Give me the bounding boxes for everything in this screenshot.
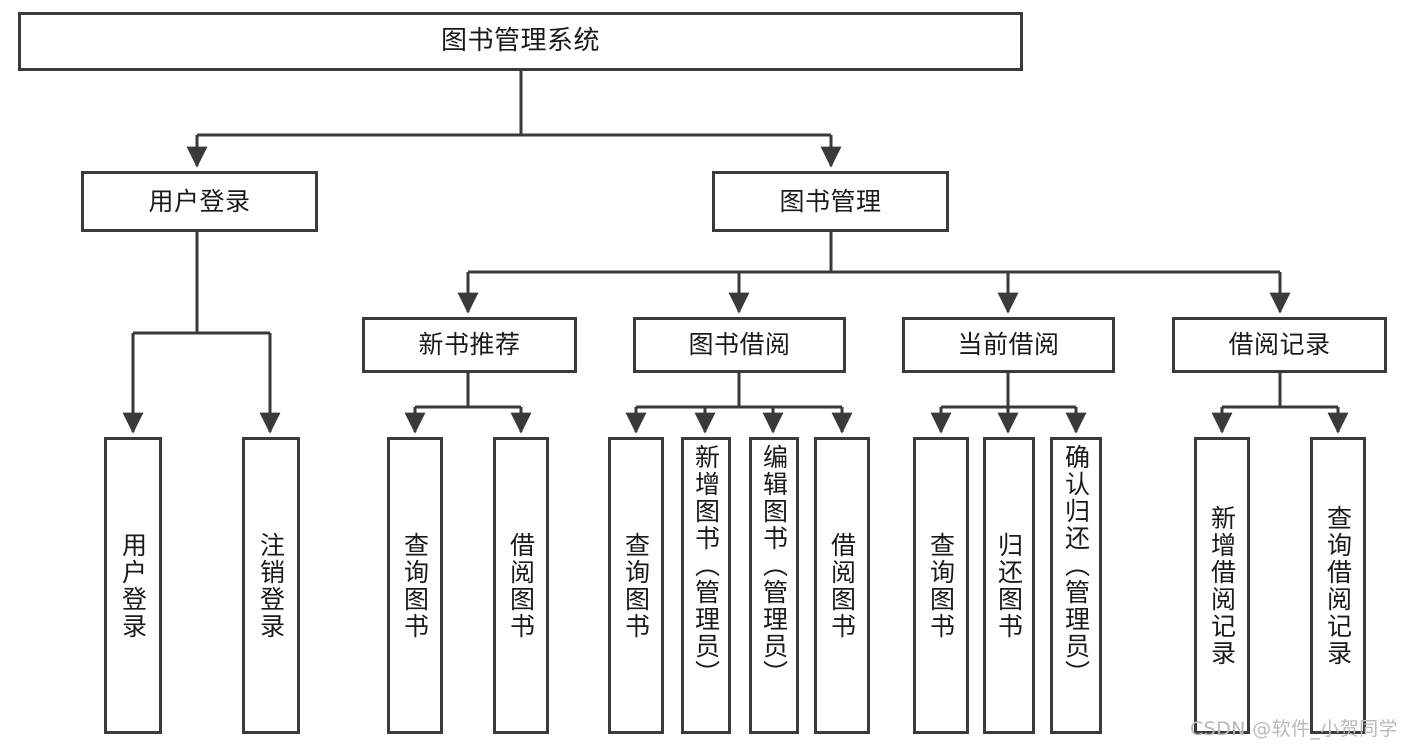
node-leaf-add-book-label: 新增图书（管理员） xyxy=(691,444,721,687)
node-leaf-borrow-book-1[interactable]: 借阅图书 xyxy=(493,437,549,734)
node-root[interactable]: 图书管理系统 xyxy=(18,12,1023,71)
node-leaf-confirm-return[interactable]: 确认归还（管理员） xyxy=(1050,437,1102,734)
node-leaf-borrow-book-2-label: 借阅图书 xyxy=(827,531,857,640)
node-leaf-add-record-label: 新增借阅记录 xyxy=(1207,504,1237,667)
node-user-login[interactable]: 用户登录 xyxy=(81,171,318,232)
node-leaf-query-book-1[interactable]: 查询图书 xyxy=(387,437,443,734)
node-leaf-return-book-label: 归还图书 xyxy=(994,531,1024,640)
node-leaf-query-book-3[interactable]: 查询图书 xyxy=(913,437,969,734)
node-leaf-return-book[interactable]: 归还图书 xyxy=(983,437,1035,734)
node-borrow-record[interactable]: 借阅记录 xyxy=(1172,317,1387,373)
node-leaf-logout[interactable]: 注销登录 xyxy=(242,437,300,734)
node-leaf-edit-book[interactable]: 编辑图书（管理员） xyxy=(749,437,799,734)
node-user-login-label: 用户登录 xyxy=(148,186,251,216)
node-book-borrow-label: 图书借阅 xyxy=(688,330,791,360)
node-leaf-user-login[interactable]: 用户登录 xyxy=(104,437,162,734)
node-borrow-record-label: 借阅记录 xyxy=(1228,330,1331,360)
node-leaf-user-login-label: 用户登录 xyxy=(118,531,148,640)
node-book-manage-label: 图书管理 xyxy=(779,186,882,216)
node-leaf-borrow-book-1-label: 借阅图书 xyxy=(506,531,536,640)
node-leaf-query-record[interactable]: 查询借阅记录 xyxy=(1310,437,1366,734)
watermark-text: CSDN @软件_小贺同学 xyxy=(1190,718,1398,740)
node-leaf-confirm-return-label: 确认归还（管理员） xyxy=(1061,444,1091,687)
node-root-label: 图书管理系统 xyxy=(440,26,600,57)
node-book-manage[interactable]: 图书管理 xyxy=(712,171,949,232)
node-current-borrow-label: 当前借阅 xyxy=(957,330,1060,360)
node-new-book-recommend[interactable]: 新书推荐 xyxy=(362,317,577,373)
node-leaf-borrow-book-2[interactable]: 借阅图书 xyxy=(814,437,870,734)
node-leaf-query-book-3-label: 查询图书 xyxy=(926,531,956,640)
node-leaf-add-book[interactable]: 新增图书（管理员） xyxy=(681,437,731,734)
node-book-borrow[interactable]: 图书借阅 xyxy=(633,317,846,373)
node-leaf-add-record[interactable]: 新增借阅记录 xyxy=(1194,437,1250,734)
node-leaf-query-book-2-label: 查询图书 xyxy=(621,531,651,640)
node-leaf-edit-book-label: 编辑图书（管理员） xyxy=(759,444,789,687)
node-leaf-query-book-1-label: 查询图书 xyxy=(400,531,430,640)
node-new-book-recommend-label: 新书推荐 xyxy=(418,330,521,360)
node-leaf-query-record-label: 查询借阅记录 xyxy=(1323,504,1353,667)
node-current-borrow[interactable]: 当前借阅 xyxy=(902,317,1115,373)
node-leaf-query-book-2[interactable]: 查询图书 xyxy=(608,437,664,734)
node-leaf-logout-label: 注销登录 xyxy=(256,531,286,640)
